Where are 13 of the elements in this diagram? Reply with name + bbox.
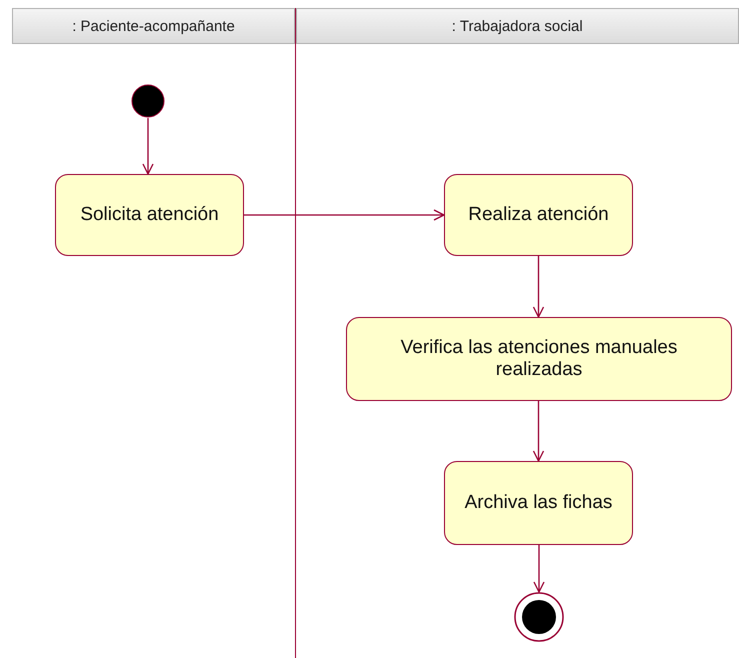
activity-box: Verifica las atenciones manuales realizadas (346, 317, 732, 401)
arrow (532, 401, 544, 462)
arrow (532, 256, 544, 318)
arrow (142, 118, 154, 175)
activity-box: Archiva las fichas (444, 461, 633, 545)
arrow (244, 209, 445, 221)
activity-box: Realiza atención (444, 174, 633, 256)
swimlane-header: : Paciente-acompañante (12, 8, 295, 44)
start-node (131, 84, 165, 118)
arrow (533, 545, 545, 593)
activity-box: Solicita atención (55, 174, 244, 256)
end-node (514, 592, 564, 642)
swimlane-header: : Trabajadora social (296, 8, 739, 44)
